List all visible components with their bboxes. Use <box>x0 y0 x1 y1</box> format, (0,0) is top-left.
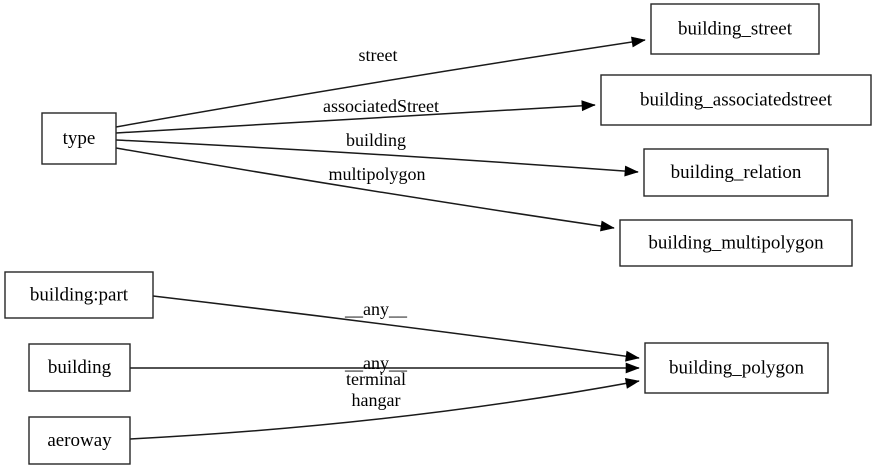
edge-label-multipolygon: multipolygon <box>328 164 425 184</box>
node-box[interactable] <box>619 219 853 267</box>
node-box[interactable] <box>28 416 131 465</box>
source-node-building[interactable]: building <box>28 343 131 392</box>
edge-arrowhead-icon <box>625 350 640 362</box>
edge-label-hangar: hangar <box>352 390 401 410</box>
edge-line <box>115 39 646 128</box>
edge-label-any: __any__ <box>344 299 408 319</box>
edge-buildingpart-any <box>152 295 640 362</box>
edge-aeroway-terminal-hangar <box>129 378 640 440</box>
edges-layer <box>115 36 646 440</box>
edge-arrowhead-icon <box>624 165 639 177</box>
target-node-building_relation[interactable]: building_relation <box>643 148 829 197</box>
edge-labels-layer: street associatedStreet building multipolyg… <box>323 45 439 410</box>
edge-label-any: __any__ <box>344 353 408 373</box>
target-node-building_polygon[interactable]: building_polygon <box>644 342 829 394</box>
node-box[interactable] <box>41 112 117 165</box>
edge-type-building <box>115 139 639 177</box>
edge-label-associatedstreet: associatedStreet <box>323 96 439 116</box>
edge-building-any <box>130 362 640 374</box>
target-node-building_street[interactable]: building_street <box>650 3 820 55</box>
edge-line <box>115 139 639 173</box>
source-node-aeroway[interactable]: aeroway <box>28 416 131 465</box>
edge-arrowhead-icon <box>625 362 640 374</box>
edge-label-building: building <box>346 130 406 150</box>
source-node-building_part[interactable]: building:part <box>4 271 154 319</box>
node-box[interactable] <box>600 74 872 126</box>
node-box[interactable] <box>4 271 154 319</box>
edge-type-multipolygon <box>115 147 615 232</box>
source-node-type[interactable]: type <box>41 112 117 165</box>
node-box[interactable] <box>643 148 829 197</box>
edge-line <box>129 380 640 440</box>
edge-line <box>115 147 615 229</box>
edge-arrowhead-icon <box>600 220 615 232</box>
target-node-building_associatedstreet[interactable]: building_associatedstreet <box>600 74 872 126</box>
edge-line <box>152 295 640 359</box>
edge-label-street: street <box>359 45 398 65</box>
edge-type-street <box>115 36 646 128</box>
edge-label-terminal: terminal <box>346 369 406 389</box>
edge-type-associatedstreet <box>115 100 596 134</box>
edge-line <box>115 104 596 134</box>
edge-arrowhead-icon <box>624 378 640 389</box>
target-node-building_multipolygon[interactable]: building_multipolygon <box>619 219 853 267</box>
node-box[interactable] <box>644 342 829 394</box>
node-box[interactable] <box>650 3 820 55</box>
edge-arrowhead-icon <box>631 36 646 48</box>
node-box[interactable] <box>28 343 131 392</box>
edge-arrowhead-icon <box>581 100 596 112</box>
